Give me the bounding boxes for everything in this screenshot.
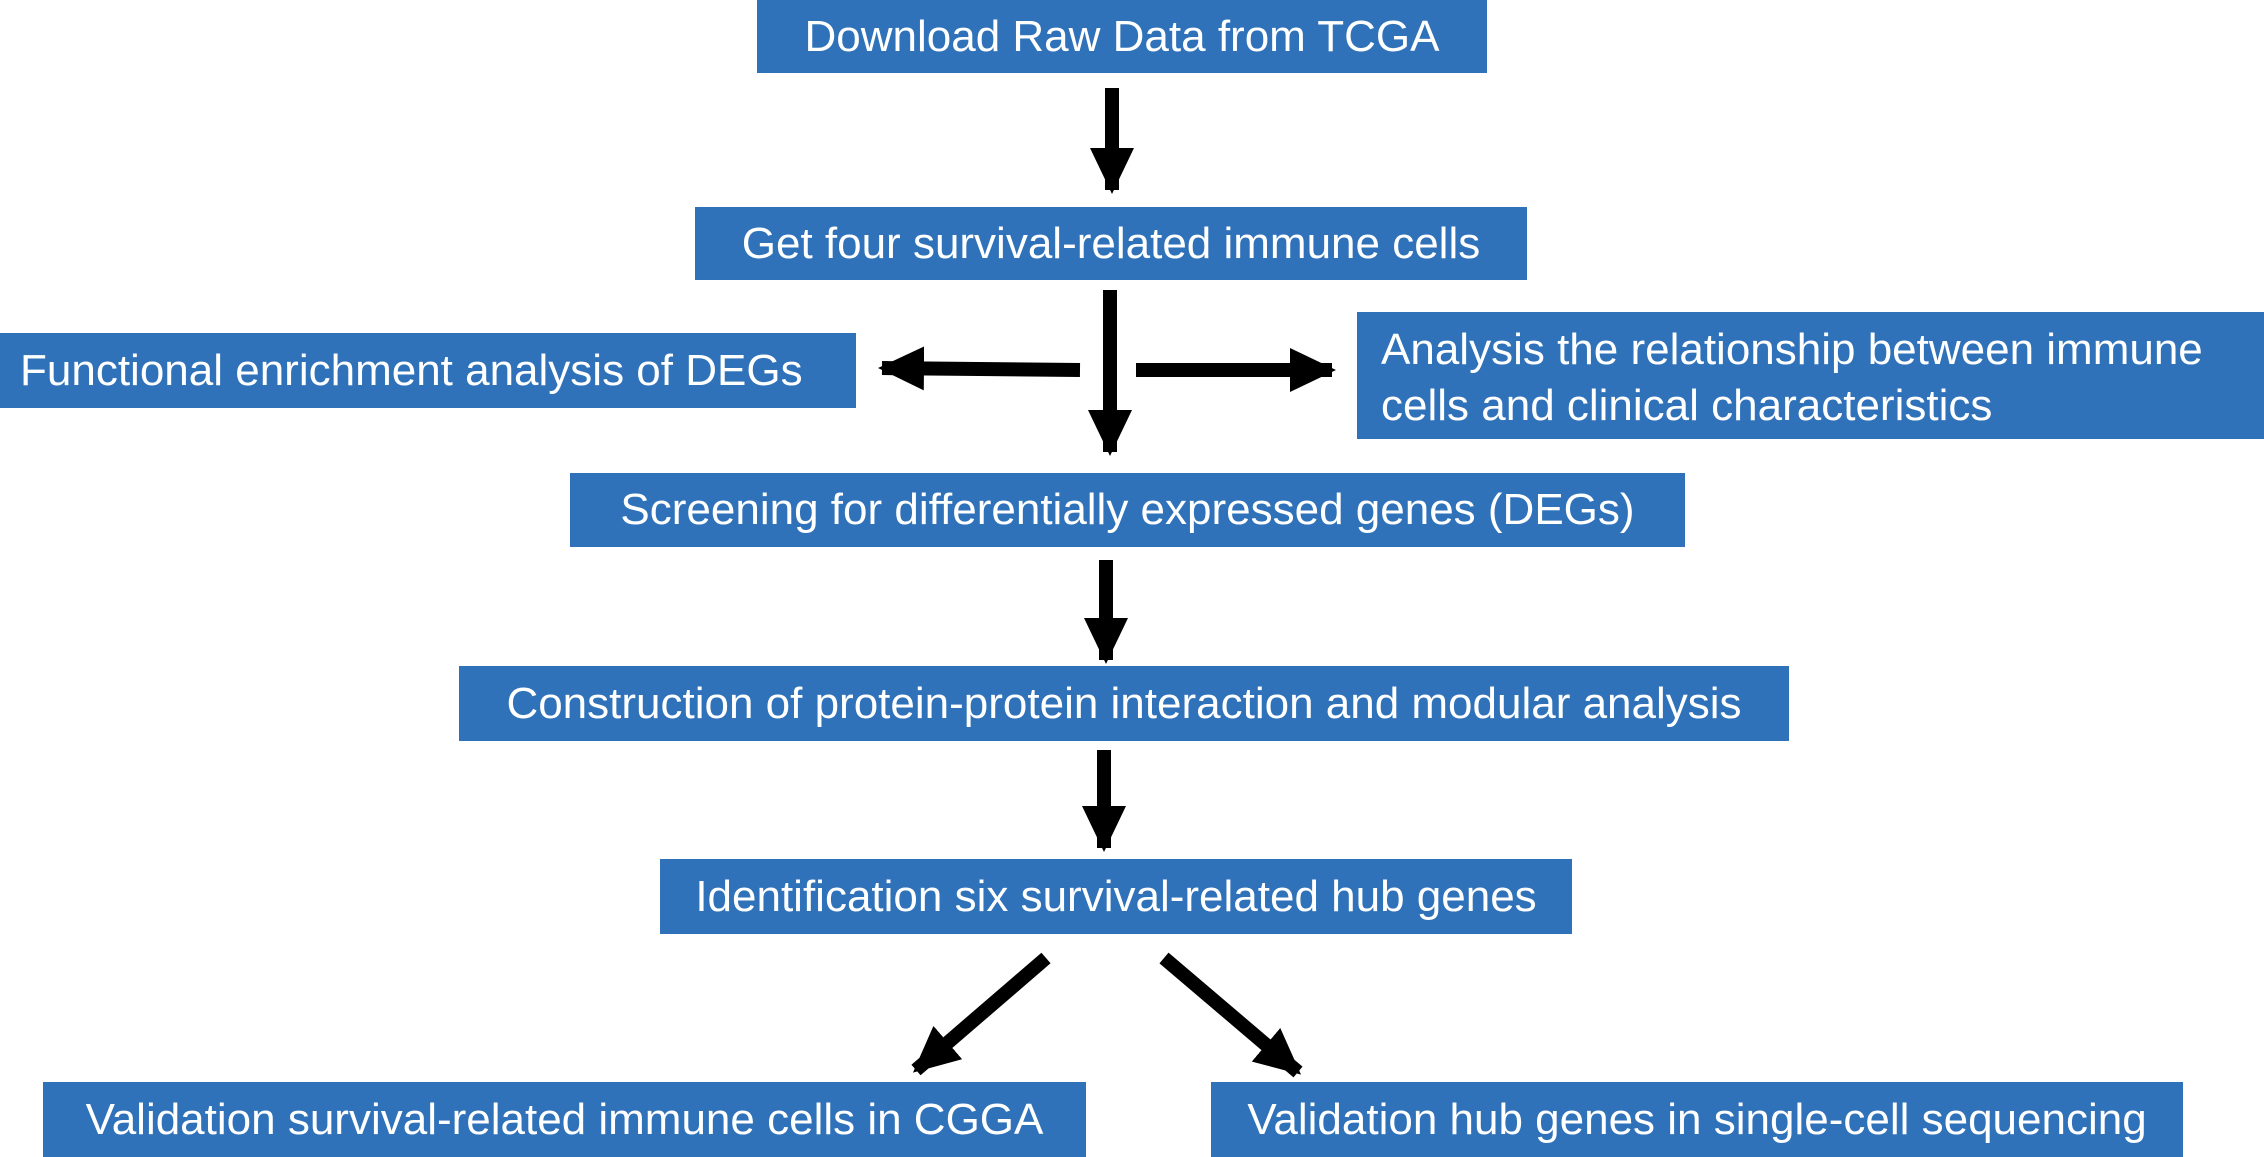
step-relationship-label-line1: Analysis the relationship between immune xyxy=(1381,325,2203,374)
step-screening-box: Screening for differentially expressed g… xyxy=(570,473,1685,547)
step-validation-sc-label: Validation hub genes in single-cell sequ… xyxy=(1247,1094,2147,1144)
step-validation-cgga-box: Validation survival-related immune cells… xyxy=(43,1082,1086,1157)
step-ppi-label: Construction of protein-protein interact… xyxy=(506,678,1742,728)
arrow-to-functional xyxy=(878,346,1081,391)
step-validation-sc-box: Validation hub genes in single-cell sequ… xyxy=(1211,1082,2183,1157)
step-functional-box: Functional enrichment analysis of DEGs xyxy=(0,333,856,408)
step-validation-cgga-label: Validation survival-related immune cells… xyxy=(85,1094,1044,1144)
step-functional-label: Functional enrichment analysis of DEGs xyxy=(20,345,803,395)
arrow-hub-to-singlecell xyxy=(1159,952,1303,1078)
step-relationship-label-line2: cells and clinical characteristics xyxy=(1381,381,1993,430)
step-download-label: Download Raw Data from TCGA xyxy=(804,11,1440,61)
step-ppi-box: Construction of protein-protein interact… xyxy=(459,666,1789,741)
step-hub-genes-box: Identification six survival-related hub … xyxy=(660,859,1572,934)
arrow-hub-to-cgga xyxy=(911,952,1051,1076)
step-download-box: Download Raw Data from TCGA xyxy=(757,0,1487,73)
step-survival-cells-box: Get four survival-related immune cells xyxy=(695,207,1527,280)
step-hub-genes-label: Identification six survival-related hub … xyxy=(695,871,1537,921)
step-screening-label: Screening for differentially expressed g… xyxy=(620,485,1635,534)
step-survival-cells-label: Get four survival-related immune cells xyxy=(741,218,1481,268)
step-relationship-box: Analysis the relationship between immune… xyxy=(1357,312,2264,439)
